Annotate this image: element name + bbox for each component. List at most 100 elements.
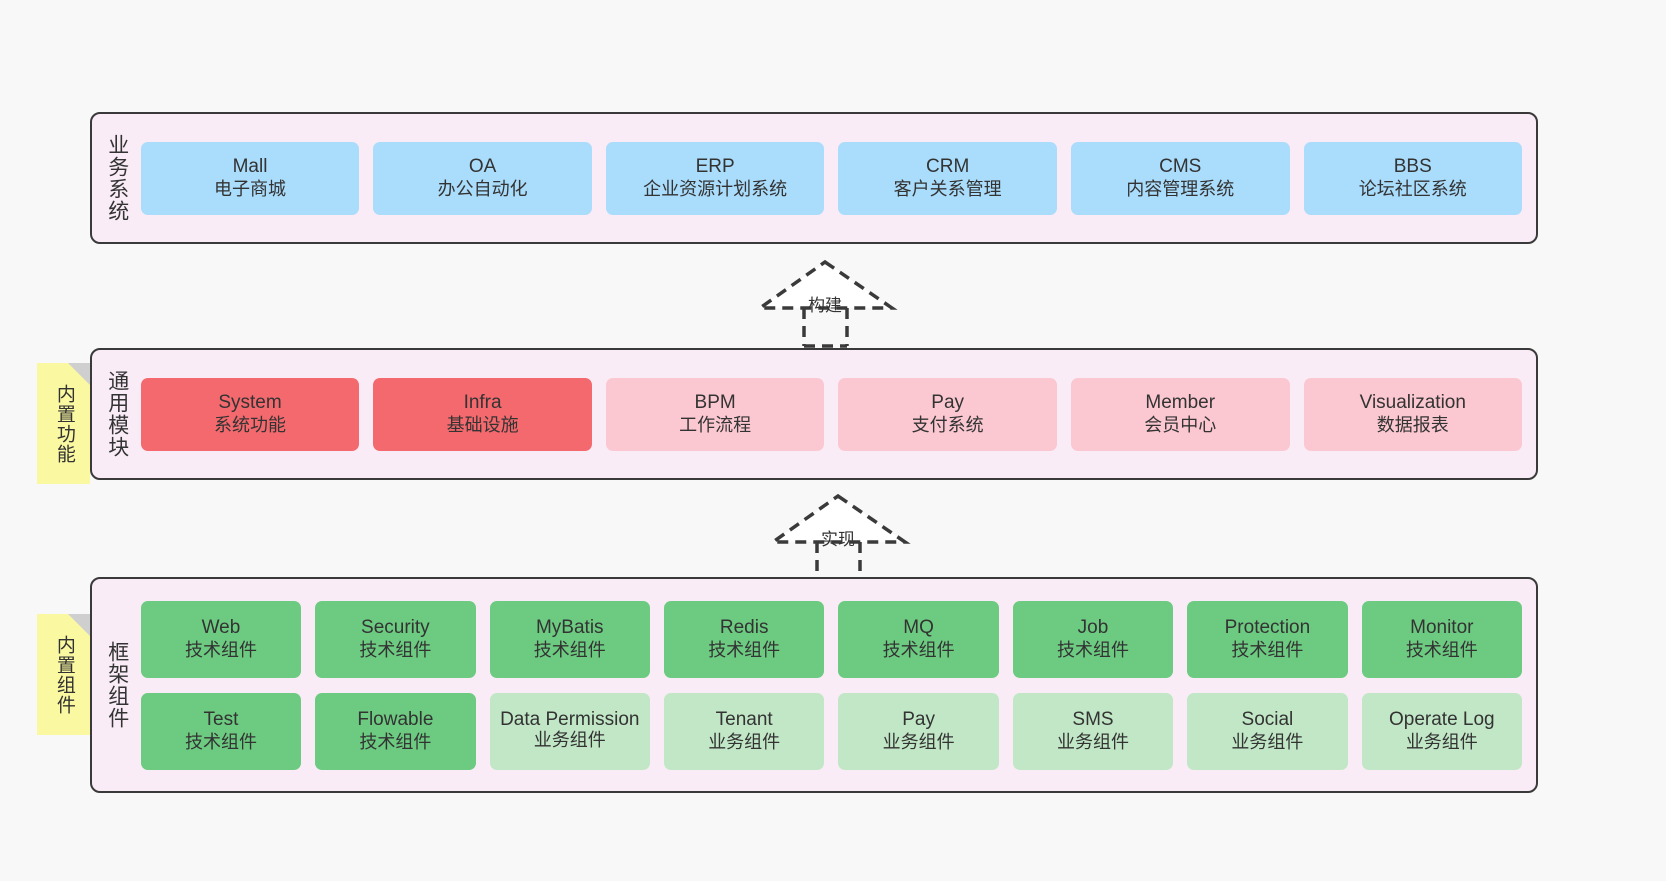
card-title-en: MyBatis	[535, 617, 604, 639]
card-title-cn: 业务组件	[1405, 731, 1478, 752]
card-oa[interactable]: OA 办公自动化	[373, 141, 592, 215]
note-builtin-features-label: 内置功能	[53, 383, 75, 464]
layer-body-business-systems: Mall 电子商城 OA 办公自动化 ERP 企业资源计划系统 CRM 客户关系…	[139, 114, 1536, 242]
card-visualization[interactable]: Visualization 数据报表	[1303, 377, 1523, 451]
card-operate-log[interactable]: Operate Log 业务组件	[1361, 692, 1523, 770]
card-title-en: Test	[203, 709, 239, 731]
card-mybatis[interactable]: MyBatis 技术组件	[489, 600, 650, 678]
card-title-cn: 业务组件	[1057, 731, 1129, 752]
card-cms[interactable]: CMS 内容管理系统	[1070, 141, 1290, 215]
card-title-cn: 技术组件	[359, 731, 432, 752]
card-title-en: SMS	[1072, 709, 1114, 731]
card-title-cn: 会员中心	[1144, 414, 1217, 435]
connector-implement-label: 实现	[821, 530, 855, 549]
card-test[interactable]: Test 技术组件	[140, 692, 302, 770]
card-title-en: Member	[1145, 392, 1216, 414]
card-redis[interactable]: Redis 技术组件	[663, 600, 825, 678]
card-title-cn: 技术组件	[1405, 639, 1478, 660]
layer-title-business-systems: 业务系统	[105, 134, 129, 222]
layer-title-common-modules: 通用模块	[105, 370, 129, 458]
card-protection[interactable]: Protection 技术组件	[1187, 600, 1348, 678]
card-title-cn: 技术组件	[359, 639, 432, 660]
card-title-cn: 支付系统	[911, 414, 984, 435]
card-crm[interactable]: CRM 客户关系管理	[838, 141, 1057, 215]
card-row: Mall 电子商城 OA 办公自动化 ERP 企业资源计划系统 CRM 客户关系…	[140, 141, 1523, 215]
card-title-en: Operate Log	[1388, 709, 1495, 731]
card-social[interactable]: Social 业务组件	[1187, 692, 1348, 770]
card-data-permission[interactable]: Data Permission 业务组件	[489, 692, 650, 770]
card-title-en: OA	[468, 156, 497, 178]
card-system[interactable]: System 系统功能	[140, 377, 360, 451]
card-title-en: Web	[201, 617, 241, 639]
connector-implement: 实现	[768, 492, 918, 582]
layer-common-modules: 通用模块 System 系统功能 Infra 基础设施 BPM 工作流程 Pay…	[90, 348, 1538, 480]
connector-build-arrow	[755, 259, 898, 348]
card-title-cn: 基础设施	[446, 414, 519, 435]
card-title-en: Data Permission	[500, 708, 640, 730]
card-title-en: Flowable	[357, 709, 434, 731]
card-row: Web 技术组件 Security 技术组件 MyBatis 技术组件 Redi…	[140, 600, 1523, 678]
layer-body-common-modules: System 系统功能 Infra 基础设施 BPM 工作流程 Pay 支付系统…	[139, 350, 1536, 478]
card-title-cn: 技术组件	[882, 639, 955, 660]
note-builtin-features: 内置功能	[37, 363, 90, 484]
card-title-cn: 办公自动化	[437, 178, 528, 199]
card-flowable[interactable]: Flowable 技术组件	[315, 692, 476, 770]
card-title-en: CRM	[926, 156, 970, 178]
connector-build: 构建	[755, 258, 905, 348]
card-infra[interactable]: Infra 基础设施	[373, 377, 592, 451]
card-title-en: Tenant	[715, 709, 773, 731]
card-title-en: Protection	[1224, 617, 1311, 639]
card-row: System 系统功能 Infra 基础设施 BPM 工作流程 Pay 支付系统…	[140, 377, 1523, 451]
card-title-cn: 工作流程	[679, 414, 752, 435]
card-title-cn: 技术组件	[708, 639, 781, 660]
card-monitor[interactable]: Monitor 技术组件	[1361, 600, 1523, 678]
card-title-en: Mall	[232, 156, 268, 178]
card-title-en: Security	[361, 617, 430, 639]
card-member[interactable]: Member 会员中心	[1070, 377, 1290, 451]
card-title-cn: 系统功能	[214, 414, 287, 435]
card-title-en: Infra	[463, 392, 502, 414]
card-title-en: MQ	[903, 617, 934, 639]
card-mall[interactable]: Mall 电子商城	[140, 141, 360, 215]
card-bbs[interactable]: BBS 论坛社区系统	[1303, 141, 1523, 215]
card-title-cn: 技术组件	[1057, 639, 1129, 660]
card-bpm[interactable]: BPM 工作流程	[605, 377, 825, 451]
card-title-en: Monitor	[1410, 617, 1474, 639]
layer-framework-components: 框架组件 Web 技术组件 Security 技术组件 MyBatis 技术组件…	[90, 577, 1538, 793]
card-title-cn: 数据报表	[1376, 414, 1449, 435]
card-title-en: System	[218, 392, 282, 414]
card-title-cn: 技术组件	[533, 639, 606, 660]
card-title-en: CMS	[1159, 156, 1202, 178]
card-pay[interactable]: Pay 支付系统	[838, 377, 1057, 451]
card-title-cn: 企业资源计划系统	[643, 178, 788, 199]
card-title-en: Job	[1077, 617, 1109, 639]
note-builtin-components: 内置组件	[37, 614, 90, 735]
card-title-cn: 业务组件	[708, 731, 781, 752]
card-job[interactable]: Job 技术组件	[1012, 600, 1174, 678]
card-title-cn: 内容管理系统	[1126, 178, 1235, 199]
card-security[interactable]: Security 技术组件	[315, 600, 476, 678]
card-title-cn: 业务组件	[1231, 731, 1304, 752]
page-fold-icon	[68, 614, 90, 636]
page-fold-icon	[68, 363, 90, 385]
card-title-en: BPM	[694, 392, 736, 414]
card-title-cn: 客户关系管理	[893, 178, 1002, 199]
card-tenant[interactable]: Tenant 业务组件	[663, 692, 825, 770]
card-title-cn: 论坛社区系统	[1358, 178, 1467, 199]
card-title-en: Redis	[719, 617, 769, 639]
connector-build-label: 构建	[808, 296, 842, 315]
card-title-cn: 业务组件	[882, 731, 955, 752]
layer-body-framework-components: Web 技术组件 Security 技术组件 MyBatis 技术组件 Redi…	[139, 579, 1536, 791]
card-erp[interactable]: ERP 企业资源计划系统	[605, 141, 825, 215]
card-title-en: ERP	[695, 156, 735, 178]
card-mq[interactable]: MQ 技术组件	[838, 600, 999, 678]
card-title-cn: 业务组件	[533, 730, 606, 751]
card-sms[interactable]: SMS 业务组件	[1012, 692, 1174, 770]
card-title-cn: 电子商城	[214, 178, 287, 199]
card-title-en: Visualization	[1359, 392, 1466, 414]
card-pay-business[interactable]: Pay 业务组件	[838, 692, 999, 770]
card-title-cn: 技术组件	[1231, 639, 1304, 660]
card-web[interactable]: Web 技术组件	[140, 600, 302, 678]
card-title-en: Pay	[902, 709, 935, 731]
